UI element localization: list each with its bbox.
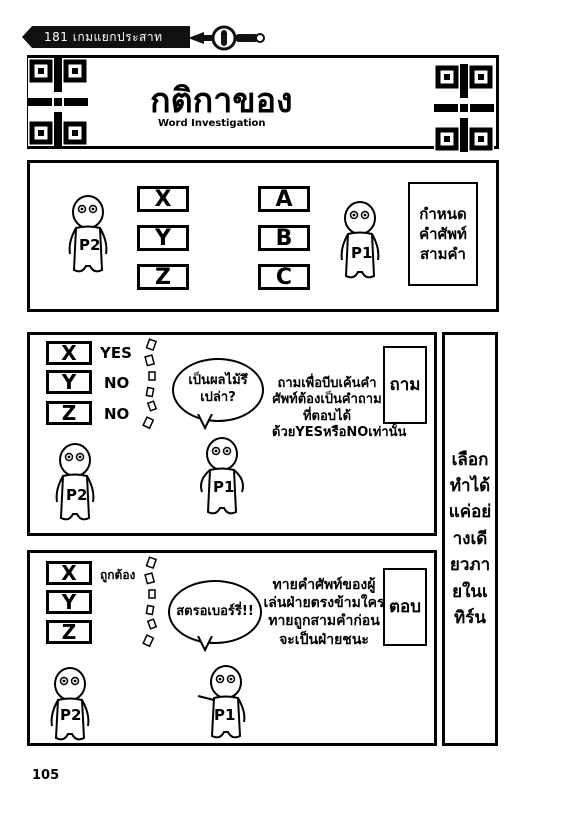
- panel-define-words: [27, 160, 499, 312]
- ask-speech-bubble: เป็นผลไม้รึเปล่า?: [172, 358, 264, 422]
- page-title: กติกาของ: [150, 81, 293, 121]
- turn-side-note-text: เลือกทำได้แค่อย่างเดียวภายในเทิร์น: [448, 449, 492, 628]
- answer-no-1: NO: [104, 374, 130, 392]
- maze-pattern-left-icon: [28, 58, 88, 146]
- p1-letter-b: B: [258, 225, 310, 251]
- player-2-figure-icon: [68, 195, 108, 273]
- answer-player-2-figure-icon: [50, 667, 90, 741]
- guess-letter-x: X: [46, 561, 92, 585]
- p1-tag: P1: [351, 244, 373, 262]
- p2-tag: P2: [79, 236, 101, 254]
- ask-p1-tag: P1: [213, 478, 235, 496]
- ask-letter-y: Y: [46, 370, 92, 394]
- chapter-banner: [22, 26, 190, 48]
- ask-label: ถาม: [383, 346, 427, 424]
- guess-letter-z: Z: [46, 620, 92, 644]
- turn-side-note: เลือกทำได้แค่อย่างเดียวภายในเทิร์น: [442, 332, 498, 746]
- answer-note: ทายคำศัพท์ของผู้เล่นฝ่ายตรงข้ามใครทายถูก…: [263, 577, 385, 648]
- ask-player-2-figure-icon: [55, 443, 95, 521]
- answer-yes: YES: [100, 344, 132, 362]
- answer-p2-tag: P2: [60, 706, 82, 724]
- p1-letter-c: C: [258, 264, 310, 290]
- paper-slips-icon: [142, 338, 158, 430]
- paper-slips-2-icon: [142, 556, 158, 648]
- p2-letter-y: Y: [137, 225, 189, 251]
- answer-correct: ถูกต้อง: [100, 568, 136, 582]
- answer-p1-tag: P1: [214, 706, 236, 724]
- page-subtitle: Word Investigation: [158, 118, 266, 129]
- maze-pattern-right-icon: [434, 64, 494, 152]
- ask-player-1-figure-icon: [200, 437, 244, 515]
- ask-p2-tag: P2: [66, 486, 88, 504]
- p2-letter-x: X: [137, 186, 189, 212]
- guess-letter-y: Y: [46, 590, 92, 614]
- ask-letter-z: Z: [46, 401, 92, 425]
- ask-letter-x: X: [46, 341, 92, 365]
- answer-label: ตอบ: [383, 568, 427, 646]
- speech-tail-2-icon: [197, 636, 213, 652]
- speech-tail-icon: [197, 414, 213, 430]
- answer-speech-bubble: สตรอเบอร์รี่!!: [168, 580, 262, 644]
- p2-letter-z: Z: [137, 264, 189, 290]
- page-number: 105: [32, 768, 60, 783]
- answer-player-1-pointing-figure-icon: [197, 665, 246, 739]
- sword-ornament-icon: [188, 25, 265, 51]
- ask-note: ถามเพื่อบีบเค้นคำศัพท์ต้องเป็นคำถามที่ตอ…: [272, 376, 407, 440]
- player-1-figure-icon: [340, 201, 380, 279]
- chapter-banner-text: 181 เกมแยกประสาท: [44, 30, 163, 44]
- p1-letter-a: A: [258, 186, 310, 212]
- answer-no-2: NO: [104, 405, 130, 423]
- define-label: กำหนดคำศัพท์สามคำ: [408, 182, 478, 286]
